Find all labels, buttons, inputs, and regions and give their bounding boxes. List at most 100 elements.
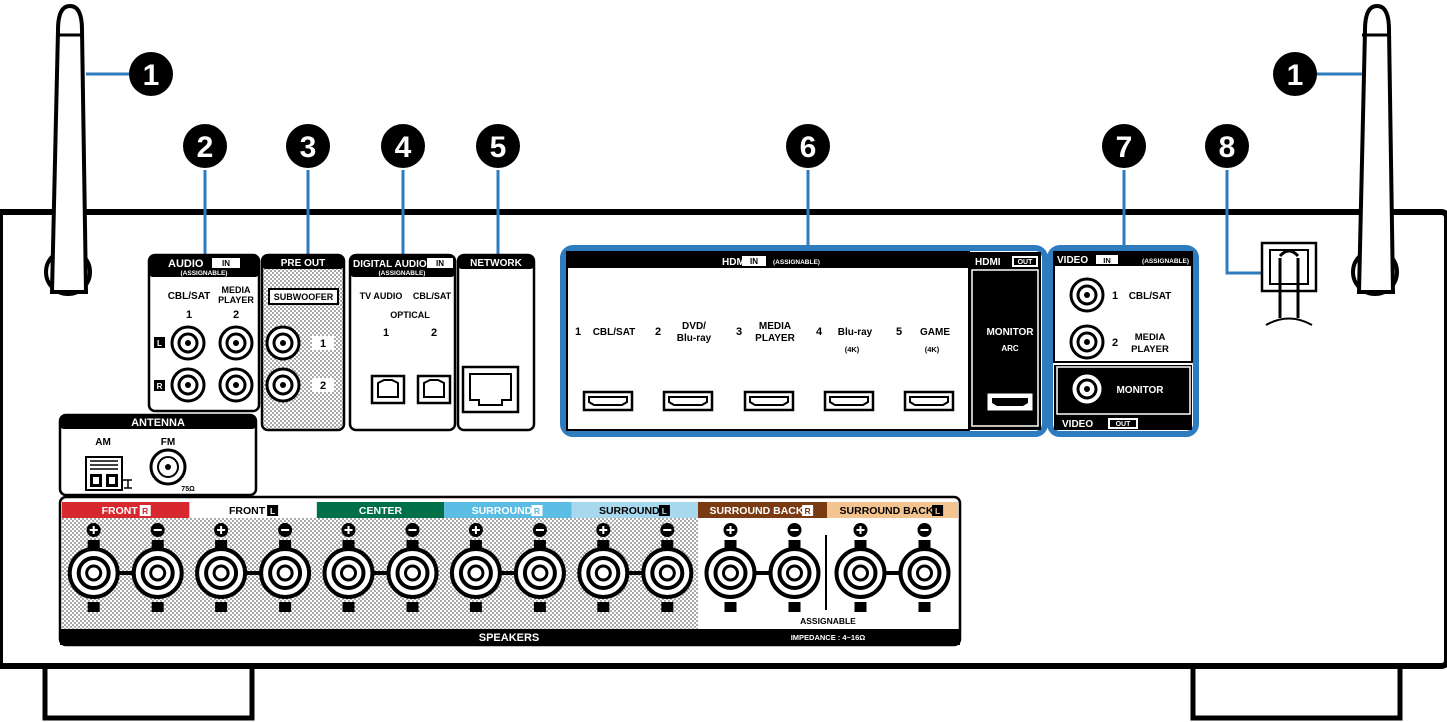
wireless-antenna-right[interactable] bbox=[1351, 3, 1399, 296]
svg-text:MEDIA: MEDIA bbox=[1135, 332, 1166, 343]
speaker-side-badge bbox=[802, 505, 814, 516]
speaker-terminal-negative[interactable] bbox=[259, 523, 312, 612]
svg-text:TV AUDIO: TV AUDIO bbox=[360, 291, 403, 301]
svg-text:OPTICAL: OPTICAL bbox=[390, 310, 430, 320]
svg-text:2: 2 bbox=[233, 309, 239, 321]
optical-port-2[interactable] bbox=[416, 374, 452, 405]
svg-text:R: R bbox=[157, 382, 163, 391]
hdmi-in-port[interactable] bbox=[662, 390, 714, 412]
rca-jack[interactable] bbox=[218, 325, 254, 361]
power-cord bbox=[1260, 241, 1318, 326]
hdmi-input-number: 1 bbox=[575, 326, 581, 338]
svg-text:PLAYER: PLAYER bbox=[1131, 344, 1169, 355]
rca-jack[interactable] bbox=[218, 367, 254, 403]
optical-port-1[interactable] bbox=[370, 374, 406, 405]
speaker-terminal-negative[interactable] bbox=[386, 523, 439, 612]
hdmi-input-label: GAME bbox=[920, 327, 950, 338]
svg-text:IN: IN bbox=[1103, 256, 1111, 265]
speaker-terminal-negative[interactable] bbox=[641, 523, 694, 612]
rca-jack[interactable] bbox=[170, 367, 206, 403]
hdmi-input-label: DVD/ bbox=[682, 321, 706, 332]
speaker-side-letter: L bbox=[270, 506, 275, 516]
video-in-jack-1[interactable] bbox=[1069, 277, 1105, 313]
hdmi-in-port[interactable] bbox=[823, 390, 875, 412]
ethernet-port[interactable] bbox=[461, 365, 520, 414]
svg-text:CBL/SAT: CBL/SAT bbox=[1129, 291, 1172, 302]
speaker-side-letter: R bbox=[534, 506, 540, 516]
speaker-terminal-positive[interactable] bbox=[449, 523, 502, 612]
hdmi-input-label-line2: PLAYER bbox=[755, 333, 795, 344]
svg-text:FM: FM bbox=[161, 437, 175, 448]
svg-text:IMPEDANCE : 4~16Ω: IMPEDANCE : 4~16Ω bbox=[791, 633, 866, 642]
svg-text:PLAYER: PLAYER bbox=[218, 295, 254, 305]
svg-text:OUT: OUT bbox=[1116, 421, 1132, 428]
speaker-terminal-positive[interactable] bbox=[67, 523, 120, 612]
video-out-jack[interactable] bbox=[1069, 371, 1105, 407]
hdmi-out-title: HDMI bbox=[975, 257, 1001, 268]
rca-jack[interactable] bbox=[170, 325, 206, 361]
speaker-terminal-negative[interactable] bbox=[513, 523, 566, 612]
speaker-channel-header bbox=[698, 502, 827, 518]
speaker-terminal-positive[interactable] bbox=[704, 523, 757, 612]
callout-markers: 1 1 2 3 4 5 6 7 8 bbox=[129, 52, 1317, 168]
callout-leaders bbox=[86, 72, 1362, 275]
speaker-side-badge bbox=[658, 505, 670, 516]
hdmi-input-5: 5 GAME (4K) bbox=[896, 326, 955, 412]
callout-6: 6 bbox=[786, 124, 830, 168]
video-in-jack-2[interactable] bbox=[1069, 324, 1105, 360]
speaker-terminal-negative[interactable] bbox=[768, 523, 821, 612]
svg-text:2: 2 bbox=[320, 380, 326, 392]
wireless-antenna-left[interactable] bbox=[44, 3, 92, 296]
svg-text:1: 1 bbox=[186, 309, 192, 321]
svg-text:AM: AM bbox=[95, 437, 111, 448]
hdmi-in-port[interactable] bbox=[582, 390, 634, 412]
svg-text:1: 1 bbox=[1287, 59, 1304, 92]
svg-text:1: 1 bbox=[320, 338, 326, 350]
hdmi-input-number: 2 bbox=[655, 326, 661, 338]
callout-7: 7 bbox=[1102, 124, 1146, 168]
svg-text:IN: IN bbox=[750, 257, 758, 266]
svg-text:VIDEO: VIDEO bbox=[1062, 419, 1093, 430]
svg-text:(ASSIGNABLE): (ASSIGNABLE) bbox=[181, 270, 228, 277]
hdmi-in-port[interactable] bbox=[903, 390, 955, 412]
hdmi-in-port[interactable] bbox=[743, 390, 795, 412]
svg-text:2: 2 bbox=[197, 131, 214, 164]
subwoofer-jack-2[interactable] bbox=[265, 367, 301, 403]
speaker-channel-name: FRONT bbox=[229, 505, 266, 517]
hdmi-out-port[interactable] bbox=[987, 393, 1033, 411]
hdmi-input-number: 5 bbox=[896, 326, 902, 338]
svg-text:4: 4 bbox=[395, 131, 412, 164]
speaker-terminal-positive[interactable] bbox=[834, 523, 887, 612]
pre-out-section: PRE OUT SUBWOOFER 1 2 bbox=[260, 253, 346, 432]
hdmi-input-number: 4 bbox=[816, 326, 823, 338]
svg-text:(ASSIGNABLE): (ASSIGNABLE) bbox=[1142, 258, 1189, 265]
speaker-channel-header bbox=[189, 502, 317, 518]
callout-3: 3 bbox=[286, 124, 330, 168]
callout-8: 8 bbox=[1205, 124, 1249, 168]
svg-text:1: 1 bbox=[383, 327, 389, 339]
svg-text:(ASSIGNABLE): (ASSIGNABLE) bbox=[379, 270, 426, 277]
svg-text:3: 3 bbox=[300, 131, 317, 164]
chassis bbox=[0, 209, 1447, 721]
speaker-side-letter: R bbox=[142, 506, 148, 516]
svg-text:(ASSIGNABLE): (ASSIGNABLE) bbox=[773, 259, 820, 266]
hdmi-input-label: Blu-ray bbox=[838, 327, 873, 338]
speaker-side-letter: L bbox=[935, 506, 940, 516]
fm-antenna-connector[interactable] bbox=[149, 448, 187, 486]
speaker-terminal-positive[interactable] bbox=[577, 523, 630, 612]
hdmi-input-resolution: (4K) bbox=[925, 345, 940, 354]
svg-text:CBL/SAT: CBL/SAT bbox=[168, 291, 211, 302]
am-antenna-terminal[interactable] bbox=[85, 456, 132, 491]
callout-5: 5 bbox=[476, 124, 520, 168]
subwoofer-jack-1[interactable] bbox=[265, 325, 301, 361]
callout-1-right: 1 bbox=[1273, 52, 1317, 96]
speaker-side-badge bbox=[139, 505, 151, 516]
